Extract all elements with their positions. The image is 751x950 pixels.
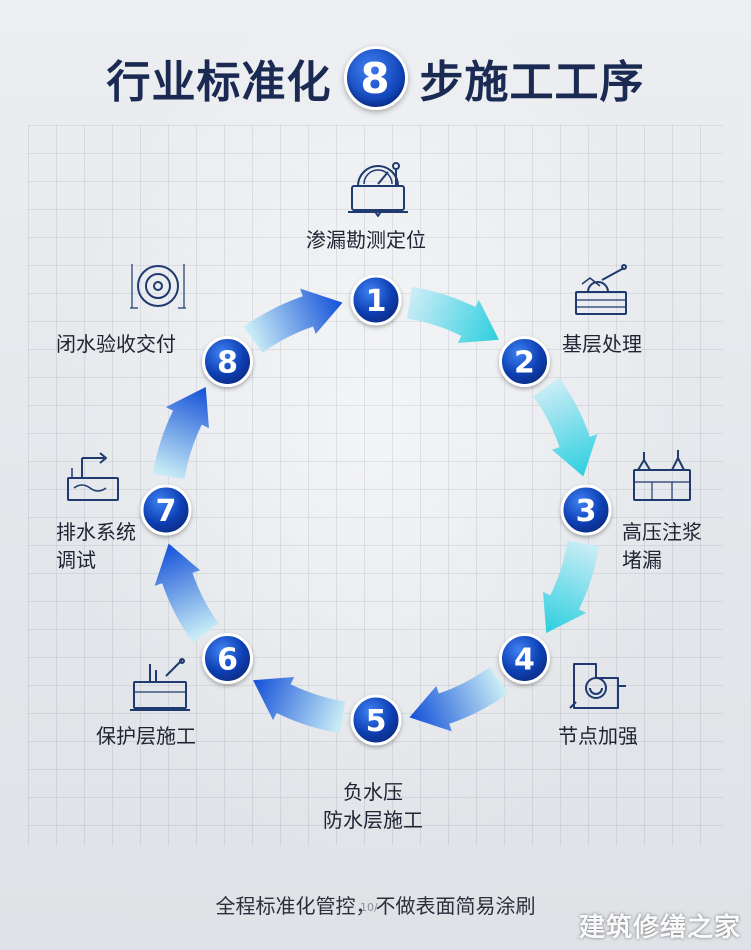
step-badge-8: 8 [202, 336, 254, 388]
step-badge-number-8: 8 [217, 346, 238, 381]
step-badge-number-1: 1 [366, 284, 387, 319]
step-badges: 1 2 3 4 5 6 7 8 [140, 274, 612, 746]
step-badge-circle-4 [498, 632, 550, 684]
arrow-step-1-to-2 [406, 286, 499, 343]
step-badge-number-3: 3 [576, 494, 597, 529]
step-6-label-line-1: 保护层施工 [96, 724, 196, 748]
step-2-label: 基层处理 [562, 330, 642, 358]
arrow-step-8-to-1 [243, 288, 343, 353]
step-badge-4: 4 [498, 632, 550, 684]
cycle-arrows [152, 286, 600, 734]
step-8-label-line-1: 闭水验收交付 [56, 332, 176, 356]
step-badge-number-6: 6 [217, 642, 238, 677]
step-badge-1: 1 [350, 274, 402, 326]
step-badge-3: 3 [560, 484, 612, 536]
step-badge-circle-1 [350, 274, 402, 326]
step-3-label-line-1: 高压注浆 [622, 520, 702, 544]
step-3-label-line-2: 堵漏 [622, 548, 662, 572]
drainage-system-icon [67, 452, 119, 501]
title-number-badge: 8 [343, 46, 408, 110]
step-4-label-line-1: 节点加强 [558, 724, 638, 748]
leak-detection-gauge-icon [348, 162, 408, 217]
step-badge-5: 5 [350, 694, 402, 746]
footer-slogan: 全程标准化管控，不做表面简易涂刷 [215, 894, 536, 918]
watermark-logo-text: 建筑修缮之家 [578, 913, 741, 943]
arrow-step-3-to-4 [543, 540, 600, 633]
step-5-label-line-2: 防水层施工 [323, 808, 423, 832]
step-badge-circle-3 [560, 484, 612, 536]
step-badge-circle-2 [498, 336, 550, 388]
page-title: 行业标准化 8 步施工工序 [0, 46, 751, 110]
arrow-step-6-to-7 [154, 543, 219, 643]
step-6-label: 保护层施工 [96, 722, 196, 750]
page-indicator: 10/ [360, 901, 378, 914]
step-badge-number-4: 4 [514, 642, 535, 677]
step-3-label: 高压注浆 堵漏 [622, 518, 702, 574]
protective-layer-icon [130, 658, 190, 711]
title-text-after: 步施工工序 [419, 57, 645, 108]
step-badge-2: 2 [498, 336, 550, 388]
step-4-label: 节点加强 [558, 722, 638, 750]
high-pressure-grouting-icon [633, 450, 691, 501]
step-badge-number-7: 7 [156, 494, 177, 529]
step-1-label-line-1: 渗漏勘测定位 [306, 228, 426, 252]
step-7-label-line-1: 排水系统 [56, 520, 136, 544]
arrow-step-7-to-8 [152, 387, 209, 480]
title-text-before: 行业标准化 [106, 57, 332, 108]
node-reinforcement-icon [569, 663, 626, 709]
step-badge-number-5: 5 [366, 704, 387, 739]
step-badge-number-2: 2 [514, 346, 535, 381]
step-7-label: 排水系统 调试 [56, 518, 136, 574]
step-5-label-line-1: 负水压 [343, 780, 403, 804]
closed-water-acceptance-icon [130, 264, 186, 309]
arrow-step-5-to-6 [253, 677, 346, 734]
step-badge-circle-5 [350, 694, 402, 746]
step-5-label: 负水压 防水层施工 [308, 778, 438, 834]
grinder-base-treatment-icon [575, 264, 627, 315]
arrow-step-4-to-5 [409, 667, 509, 732]
step-badge-circle-6 [202, 632, 254, 684]
step-7-label-line-2: 调试 [56, 548, 96, 572]
step-badge-7: 7 [140, 484, 192, 536]
step-badge-circle-7 [140, 484, 192, 536]
step-2-label-line-1: 基层处理 [562, 332, 642, 356]
step-8-label: 闭水验收交付 [56, 330, 176, 358]
step-badge-circle-8 [202, 336, 254, 388]
step-badge-6: 6 [202, 632, 254, 684]
step-1-label: 渗漏勘测定位 [306, 226, 426, 254]
arrow-step-2-to-3 [533, 377, 598, 477]
